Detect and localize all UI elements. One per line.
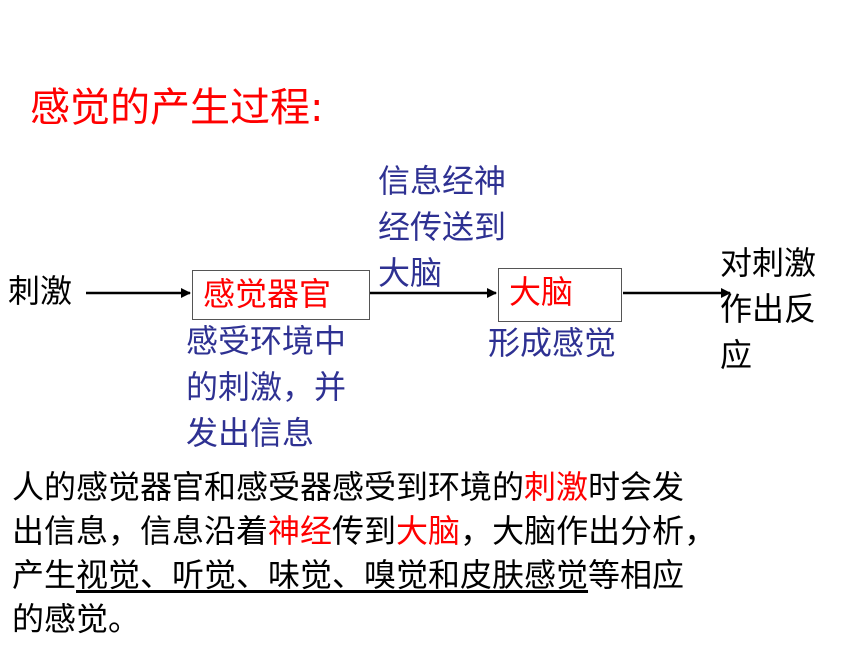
underlined-senses: 视觉、听觉、味觉、嗅觉和皮肤感觉 [76, 556, 589, 594]
text-segment: ，大脑作出分析， [460, 512, 717, 550]
text-segment: 人的感觉器官和感受器感受到环境的 [12, 468, 525, 506]
paragraph-line: 产生视觉、听觉、味觉、嗅觉和皮肤感觉等相应 [12, 553, 852, 597]
stimulus-label: 刺激 [8, 272, 73, 310]
paragraph-line: 人的感觉器官和感受器感受到环境的刺激时会发 [12, 465, 852, 509]
text-segment: 产生 [12, 556, 77, 594]
paragraph-line: 出信息，信息沿着神经传到大脑，大脑作出分析， [12, 509, 852, 553]
text-segment: 时会发 [588, 468, 685, 506]
highlight-brain: 大脑 [396, 512, 461, 550]
response-line: 对刺激 [720, 244, 817, 282]
sense-organ-desc-line: 发出信息 [186, 414, 315, 452]
response-line: 应 [720, 336, 753, 374]
brain-description: 形成感觉 [488, 324, 617, 362]
nerve-description: 信息经神 经传送到 大脑 [378, 158, 506, 296]
sense-organ-desc-line: 的刺激，并 [186, 368, 347, 406]
text-segment: 传到 [332, 512, 397, 550]
nerve-desc-line: 经传送到 [378, 208, 507, 246]
highlight-stimulus: 刺激 [524, 468, 589, 506]
sense-organ-label: 感觉器官 [203, 275, 332, 313]
sense-organ-description: 感受环境中 的刺激，并 发出信息 [186, 318, 346, 456]
text-segment: 出信息，信息沿着 [12, 512, 269, 550]
sense-organ-box: 感觉器官 [192, 270, 370, 320]
text-segment: 等相应 [588, 556, 685, 594]
response-line: 作出反 [720, 290, 817, 328]
brain-box: 大脑 [498, 268, 622, 322]
highlight-nerve: 神经 [268, 512, 333, 550]
paragraph-line: 的感觉。 [12, 597, 852, 641]
nerve-desc-line: 信息经神 [378, 162, 507, 200]
sense-organ-desc-line: 感受环境中 [186, 322, 347, 360]
nerve-desc-line: 大脑 [378, 254, 443, 292]
explanation-paragraph: 人的感觉器官和感受器感受到环境的刺激时会发 出信息，信息沿着神经传到大脑，大脑作… [12, 465, 852, 641]
page-title: 感觉的产生过程: [30, 85, 324, 131]
text-segment: 的感觉。 [12, 600, 141, 638]
brain-label: 大脑 [509, 273, 574, 311]
response-label: 对刺激 作出反 应 [720, 240, 816, 378]
